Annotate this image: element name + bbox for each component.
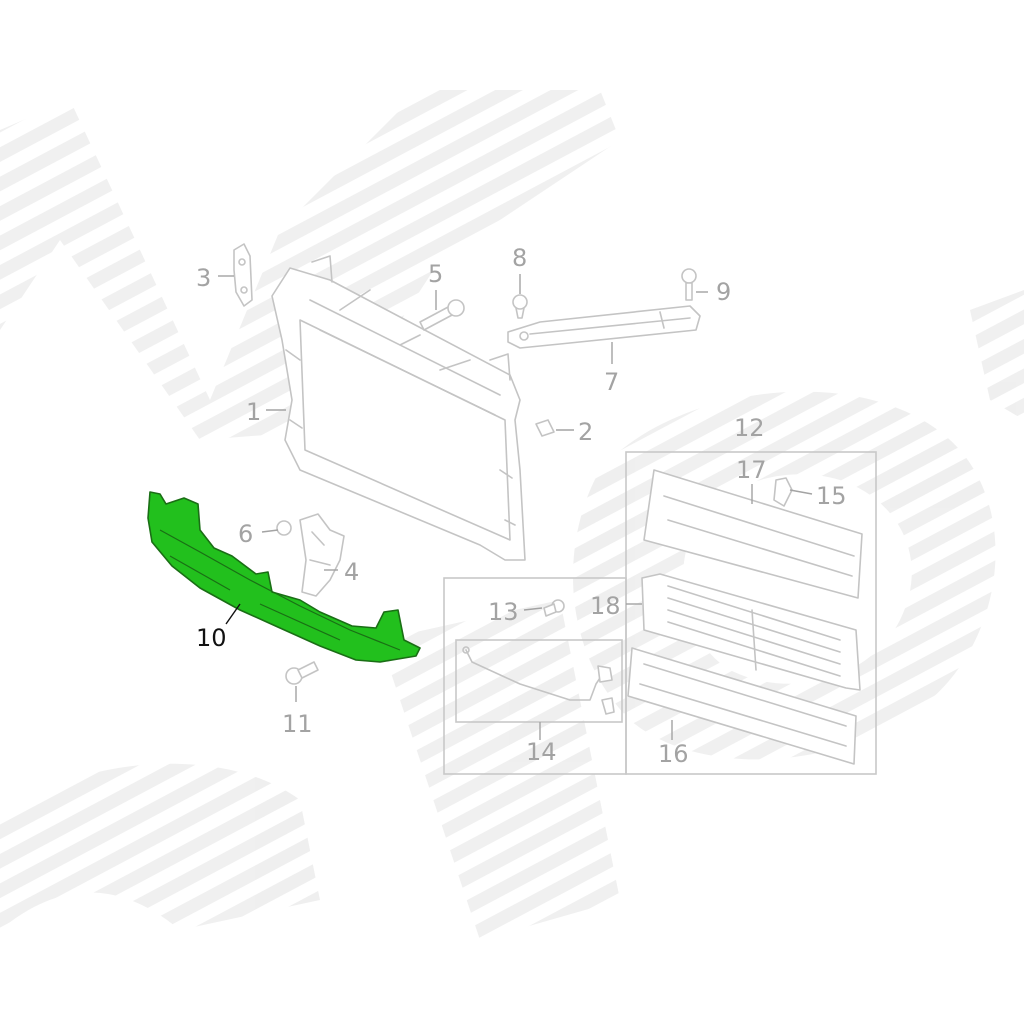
callout-16: 16 bbox=[658, 740, 689, 768]
leader-lines bbox=[218, 274, 813, 740]
callout-labels: 1 2 3 4 5 6 7 8 9 10 11 12 13 14 15 16 1… bbox=[196, 244, 847, 768]
part-5-bolt bbox=[419, 299, 465, 331]
callout-9: 9 bbox=[716, 278, 731, 306]
part-17-shutter-panel bbox=[643, 469, 863, 599]
part-4-bracket bbox=[299, 513, 345, 597]
callout-15: 15 bbox=[816, 482, 847, 510]
part-14-actuator-rod bbox=[462, 646, 615, 715]
part-18-shutter-assembly bbox=[641, 573, 861, 691]
callout-1: 1 bbox=[246, 398, 261, 426]
callout-2: 2 bbox=[578, 418, 593, 446]
callout-18: 18 bbox=[590, 592, 621, 620]
callout-13: 13 bbox=[488, 598, 519, 626]
part-8-clip bbox=[512, 294, 528, 319]
callout-5: 5 bbox=[428, 260, 443, 288]
part-3-bracket bbox=[233, 243, 253, 307]
part-7-crossmember bbox=[507, 305, 701, 349]
group-box-14-inner bbox=[455, 639, 623, 723]
part-1-frame bbox=[271, 255, 526, 561]
part-16-lower-panel bbox=[627, 647, 857, 765]
callout-8: 8 bbox=[512, 244, 527, 272]
callout-11: 11 bbox=[282, 710, 313, 738]
callout-10: 10 bbox=[196, 624, 227, 652]
callout-14: 14 bbox=[526, 738, 557, 766]
part-6-nut bbox=[276, 520, 292, 536]
part-10-lower-crossmember bbox=[147, 491, 421, 663]
callout-12: 12 bbox=[734, 414, 765, 442]
part-9-bolt bbox=[681, 268, 697, 301]
callout-3: 3 bbox=[196, 264, 211, 292]
callout-7: 7 bbox=[604, 368, 619, 396]
group-box-14 bbox=[443, 577, 627, 775]
callout-17: 17 bbox=[736, 456, 767, 484]
part-15-clip bbox=[773, 477, 793, 507]
part-2-nut bbox=[535, 419, 555, 437]
part-11-bolt bbox=[285, 661, 319, 685]
callout-4: 4 bbox=[344, 558, 359, 586]
part-13-bolt bbox=[543, 599, 565, 617]
callout-6: 6 bbox=[238, 520, 253, 548]
